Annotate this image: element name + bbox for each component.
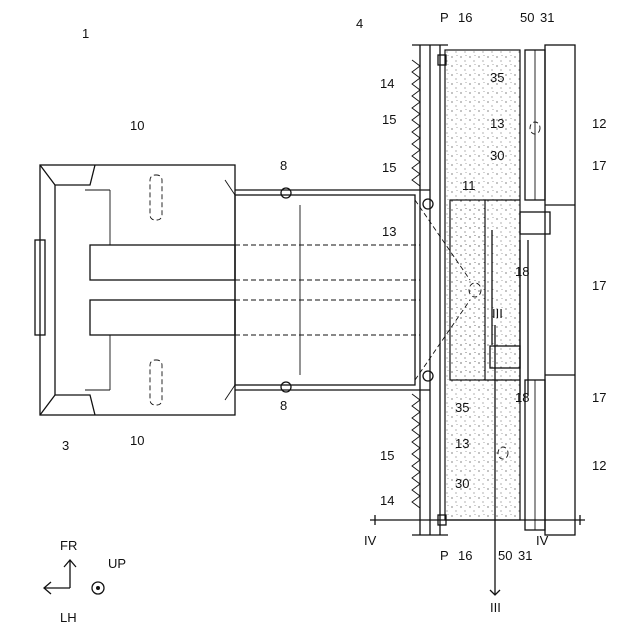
- label-13-bottom: 13: [455, 436, 469, 451]
- label-50-bottom: 50: [498, 548, 512, 563]
- label-fr: FR: [60, 538, 77, 553]
- label-iii-bottom: III: [490, 600, 501, 615]
- label-12-bottom: 12: [592, 458, 606, 473]
- label-up: UP: [108, 556, 126, 571]
- label-15-mid: 15: [382, 160, 396, 175]
- label-iii-mid: III: [492, 306, 503, 321]
- label-10-top: 10: [130, 118, 144, 133]
- label-30-top: 30: [490, 148, 504, 163]
- label-35-bottom: 35: [455, 400, 469, 415]
- label-50-top: 50: [520, 10, 534, 25]
- label-35-top: 35: [490, 70, 504, 85]
- label-14-top: 14: [380, 76, 394, 91]
- label-8-bottom: 8: [280, 398, 287, 413]
- label-17-bottom: 17: [592, 390, 606, 405]
- label-15-bottom: 15: [380, 448, 394, 463]
- label-3: 3: [62, 438, 69, 453]
- label-p-top: P: [440, 10, 449, 25]
- label-18-bottom: 18: [515, 390, 529, 405]
- label-16-top: 16: [458, 10, 472, 25]
- label-8-top: 8: [280, 158, 287, 173]
- label-iv-left: IV: [364, 533, 377, 548]
- label-17-top: 17: [592, 158, 606, 173]
- connecting-frame: [235, 188, 430, 392]
- label-13-mid: 13: [382, 224, 396, 239]
- label-14-bottom: 14: [380, 493, 394, 508]
- label-12-top: 12: [592, 116, 606, 131]
- label-16-bottom: 16: [458, 548, 472, 563]
- label-11: 11: [462, 178, 476, 193]
- label-31-bottom: 31: [518, 548, 532, 563]
- label-10-bottom: 10: [130, 433, 144, 448]
- label-4: 4: [356, 16, 363, 31]
- label-15-top: 15: [382, 112, 396, 127]
- label-p-bottom: P: [440, 548, 449, 563]
- label-1: 1: [82, 26, 89, 41]
- label-13-top: 13: [490, 116, 504, 131]
- label-18-top: 18: [515, 264, 529, 279]
- battery-pack-3: [35, 165, 235, 415]
- label-iv-right: IV: [536, 533, 549, 548]
- label-17-mid: 17: [592, 278, 606, 293]
- label-lh: LH: [60, 610, 77, 625]
- direction-indicator: FR LH UP: [44, 538, 126, 625]
- label-31-top: 31: [540, 10, 554, 25]
- label-30-bottom: 30: [455, 476, 469, 491]
